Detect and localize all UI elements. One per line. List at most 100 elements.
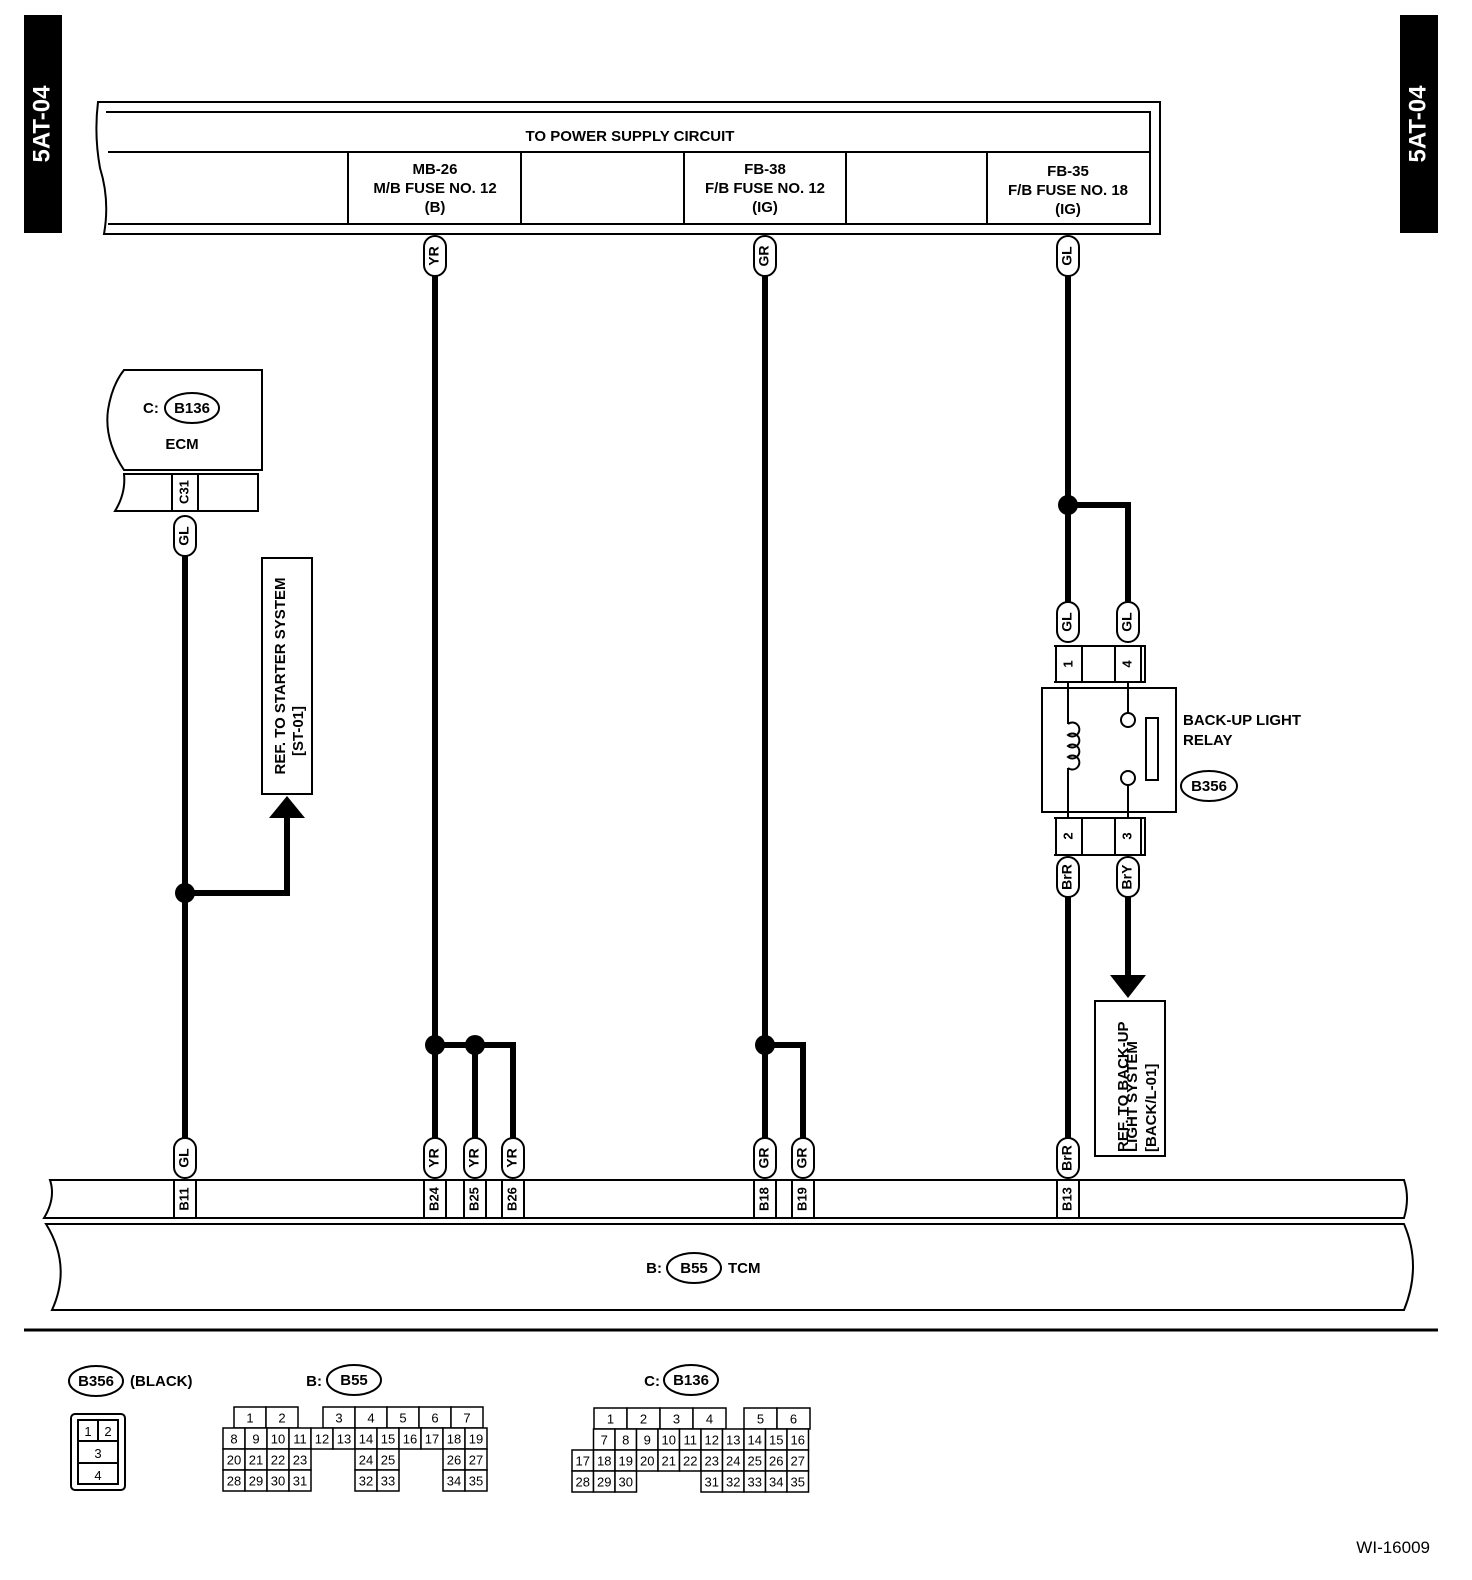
connector-cell bbox=[786, 1470, 810, 1493]
connector-pin-number: 29 bbox=[597, 1475, 611, 1490]
connector-pin-number: 18 bbox=[597, 1454, 611, 1469]
legend-b356: B356 (BLACK) 1 2 3 4 bbox=[68, 1365, 192, 1491]
connector-pin-number: 11 bbox=[684, 1433, 698, 1448]
page-tag-text: 5AT-04 bbox=[28, 85, 55, 163]
ecm-block: C31 C: B136 ECM bbox=[106, 369, 263, 512]
tcm-pin: B13 bbox=[1056, 1179, 1080, 1219]
connector-pin-number: 23 bbox=[705, 1454, 719, 1469]
wire-tag: GR bbox=[791, 1137, 815, 1179]
svg-text:B24: B24 bbox=[426, 1186, 441, 1211]
fuse-fb35-line2: F/B FUSE NO. 18 bbox=[1008, 182, 1128, 199]
svg-text:B11: B11 bbox=[176, 1187, 191, 1210]
tcm-pin: B24 bbox=[423, 1179, 447, 1219]
backup-ref-line3: [BACK/L-01] bbox=[1143, 1064, 1160, 1152]
power-supply-title: TO POWER SUPPLY CIRCUIT bbox=[526, 128, 735, 145]
wire-gl-starter bbox=[185, 816, 290, 896]
svg-text:GR: GR bbox=[756, 1148, 772, 1169]
relay-label-line1: BACK-UP LIGHT bbox=[1183, 712, 1301, 729]
wire-tag: GL bbox=[1116, 601, 1140, 643]
connector-pin-number: 2 bbox=[278, 1411, 285, 1426]
wire-tag: BrR bbox=[1056, 1137, 1080, 1179]
connector-pin-number: 25 bbox=[748, 1454, 762, 1469]
wire-gl-relay4 bbox=[1068, 502, 1131, 602]
junction-dot bbox=[1058, 495, 1078, 515]
connector-pin-number: 10 bbox=[662, 1433, 676, 1448]
wires bbox=[175, 276, 1146, 1138]
connector-pin-number: 21 bbox=[662, 1454, 676, 1469]
connector-pin-number: 6 bbox=[431, 1411, 438, 1426]
connector-pin-number: 14 bbox=[748, 1433, 762, 1448]
svg-text:YR: YR bbox=[426, 246, 442, 265]
fuse-mb26-line2: M/B FUSE NO. 12 bbox=[373, 180, 496, 197]
relay-pin-2: 2 bbox=[1060, 832, 1075, 839]
junction-dot bbox=[755, 1035, 775, 1055]
svg-text:BrR: BrR bbox=[1059, 1145, 1075, 1171]
connector-pin-number: 5 bbox=[399, 1411, 406, 1426]
connector-pin-number: 35 bbox=[791, 1475, 805, 1490]
svg-text:GL: GL bbox=[1119, 612, 1135, 632]
wire-yr-b26 bbox=[475, 1042, 516, 1138]
relay-pin-3: 3 bbox=[1119, 832, 1134, 839]
connector-pin-number: 4 bbox=[367, 1411, 374, 1426]
connector-pin-number: 12 bbox=[705, 1433, 719, 1448]
svg-text:4: 4 bbox=[94, 1468, 101, 1483]
connector-pin-number: 1 bbox=[607, 1412, 614, 1427]
connector-pin-number: 32 bbox=[359, 1474, 373, 1489]
connector-pin-number: 31 bbox=[705, 1475, 719, 1490]
contact-icon bbox=[1120, 770, 1136, 786]
connector-cell bbox=[614, 1470, 638, 1493]
connector-pin-number: 28 bbox=[227, 1474, 241, 1489]
svg-text:3: 3 bbox=[94, 1446, 101, 1461]
connector-pin-number: 30 bbox=[271, 1474, 285, 1489]
relay-label-line2: RELAY bbox=[1183, 732, 1232, 749]
arrow-up-icon bbox=[269, 796, 305, 818]
connector-pin-number: 16 bbox=[791, 1433, 805, 1448]
connector-pin-number: 13 bbox=[337, 1432, 351, 1447]
wire-tag: GL bbox=[173, 1137, 197, 1179]
wire-tag: YR bbox=[501, 1137, 525, 1179]
connector-pin-number: 17 bbox=[576, 1454, 590, 1469]
legend-b356-note: (BLACK) bbox=[130, 1373, 192, 1390]
legend-b136-name: B136 bbox=[673, 1372, 709, 1389]
connector-cell bbox=[288, 1469, 312, 1492]
connector-pin-number: 9 bbox=[644, 1433, 651, 1448]
svg-text:1: 1 bbox=[84, 1424, 91, 1439]
svg-text:GL: GL bbox=[1059, 612, 1075, 632]
connector-pin-number: 24 bbox=[359, 1453, 373, 1468]
connector-pin-number: 20 bbox=[227, 1453, 241, 1468]
connector-pin-number: 17 bbox=[425, 1432, 439, 1447]
relay-connector-id: B356 bbox=[1191, 778, 1227, 795]
connector-pin-number: 8 bbox=[230, 1432, 237, 1447]
wire-tag: YR bbox=[463, 1137, 487, 1179]
svg-text:B25: B25 bbox=[466, 1187, 481, 1211]
relay-pin-4: 4 bbox=[1119, 660, 1134, 668]
connector-pin-number: 2 bbox=[640, 1412, 647, 1427]
connector-pin-number: 10 bbox=[271, 1432, 285, 1447]
connector-pin-number: 5 bbox=[757, 1412, 764, 1427]
svg-text:BrR: BrR bbox=[1059, 864, 1075, 890]
svg-text:B19: B19 bbox=[794, 1187, 809, 1211]
tcm-name: TCM bbox=[728, 1260, 761, 1277]
ecm-connector-id: B136 bbox=[174, 400, 210, 417]
starter-ref-line2: [ST-01] bbox=[290, 706, 307, 756]
junction-dot bbox=[175, 883, 195, 903]
connector-pin-number: 33 bbox=[748, 1475, 762, 1490]
connector-pin-number: 34 bbox=[769, 1475, 783, 1490]
connector-cell bbox=[464, 1469, 488, 1492]
connector-pin-number: 31 bbox=[293, 1474, 307, 1489]
connector-pin-number: 33 bbox=[381, 1474, 395, 1489]
connector-pin-number: 18 bbox=[447, 1432, 461, 1447]
fuse-fb38-line2: F/B FUSE NO. 12 bbox=[705, 180, 825, 197]
junction-dot bbox=[425, 1035, 445, 1055]
connector-pin-number: 28 bbox=[576, 1475, 590, 1490]
connector-pin-number: 20 bbox=[640, 1454, 654, 1469]
legend-b136-prefix: C: bbox=[644, 1373, 660, 1390]
connector-pin-number: 11 bbox=[293, 1432, 307, 1447]
connector-pin-number: 32 bbox=[726, 1475, 740, 1490]
ecm-prefix: C: bbox=[143, 400, 159, 417]
junction-dot bbox=[465, 1035, 485, 1055]
connector-pin-number: 29 bbox=[249, 1474, 263, 1489]
